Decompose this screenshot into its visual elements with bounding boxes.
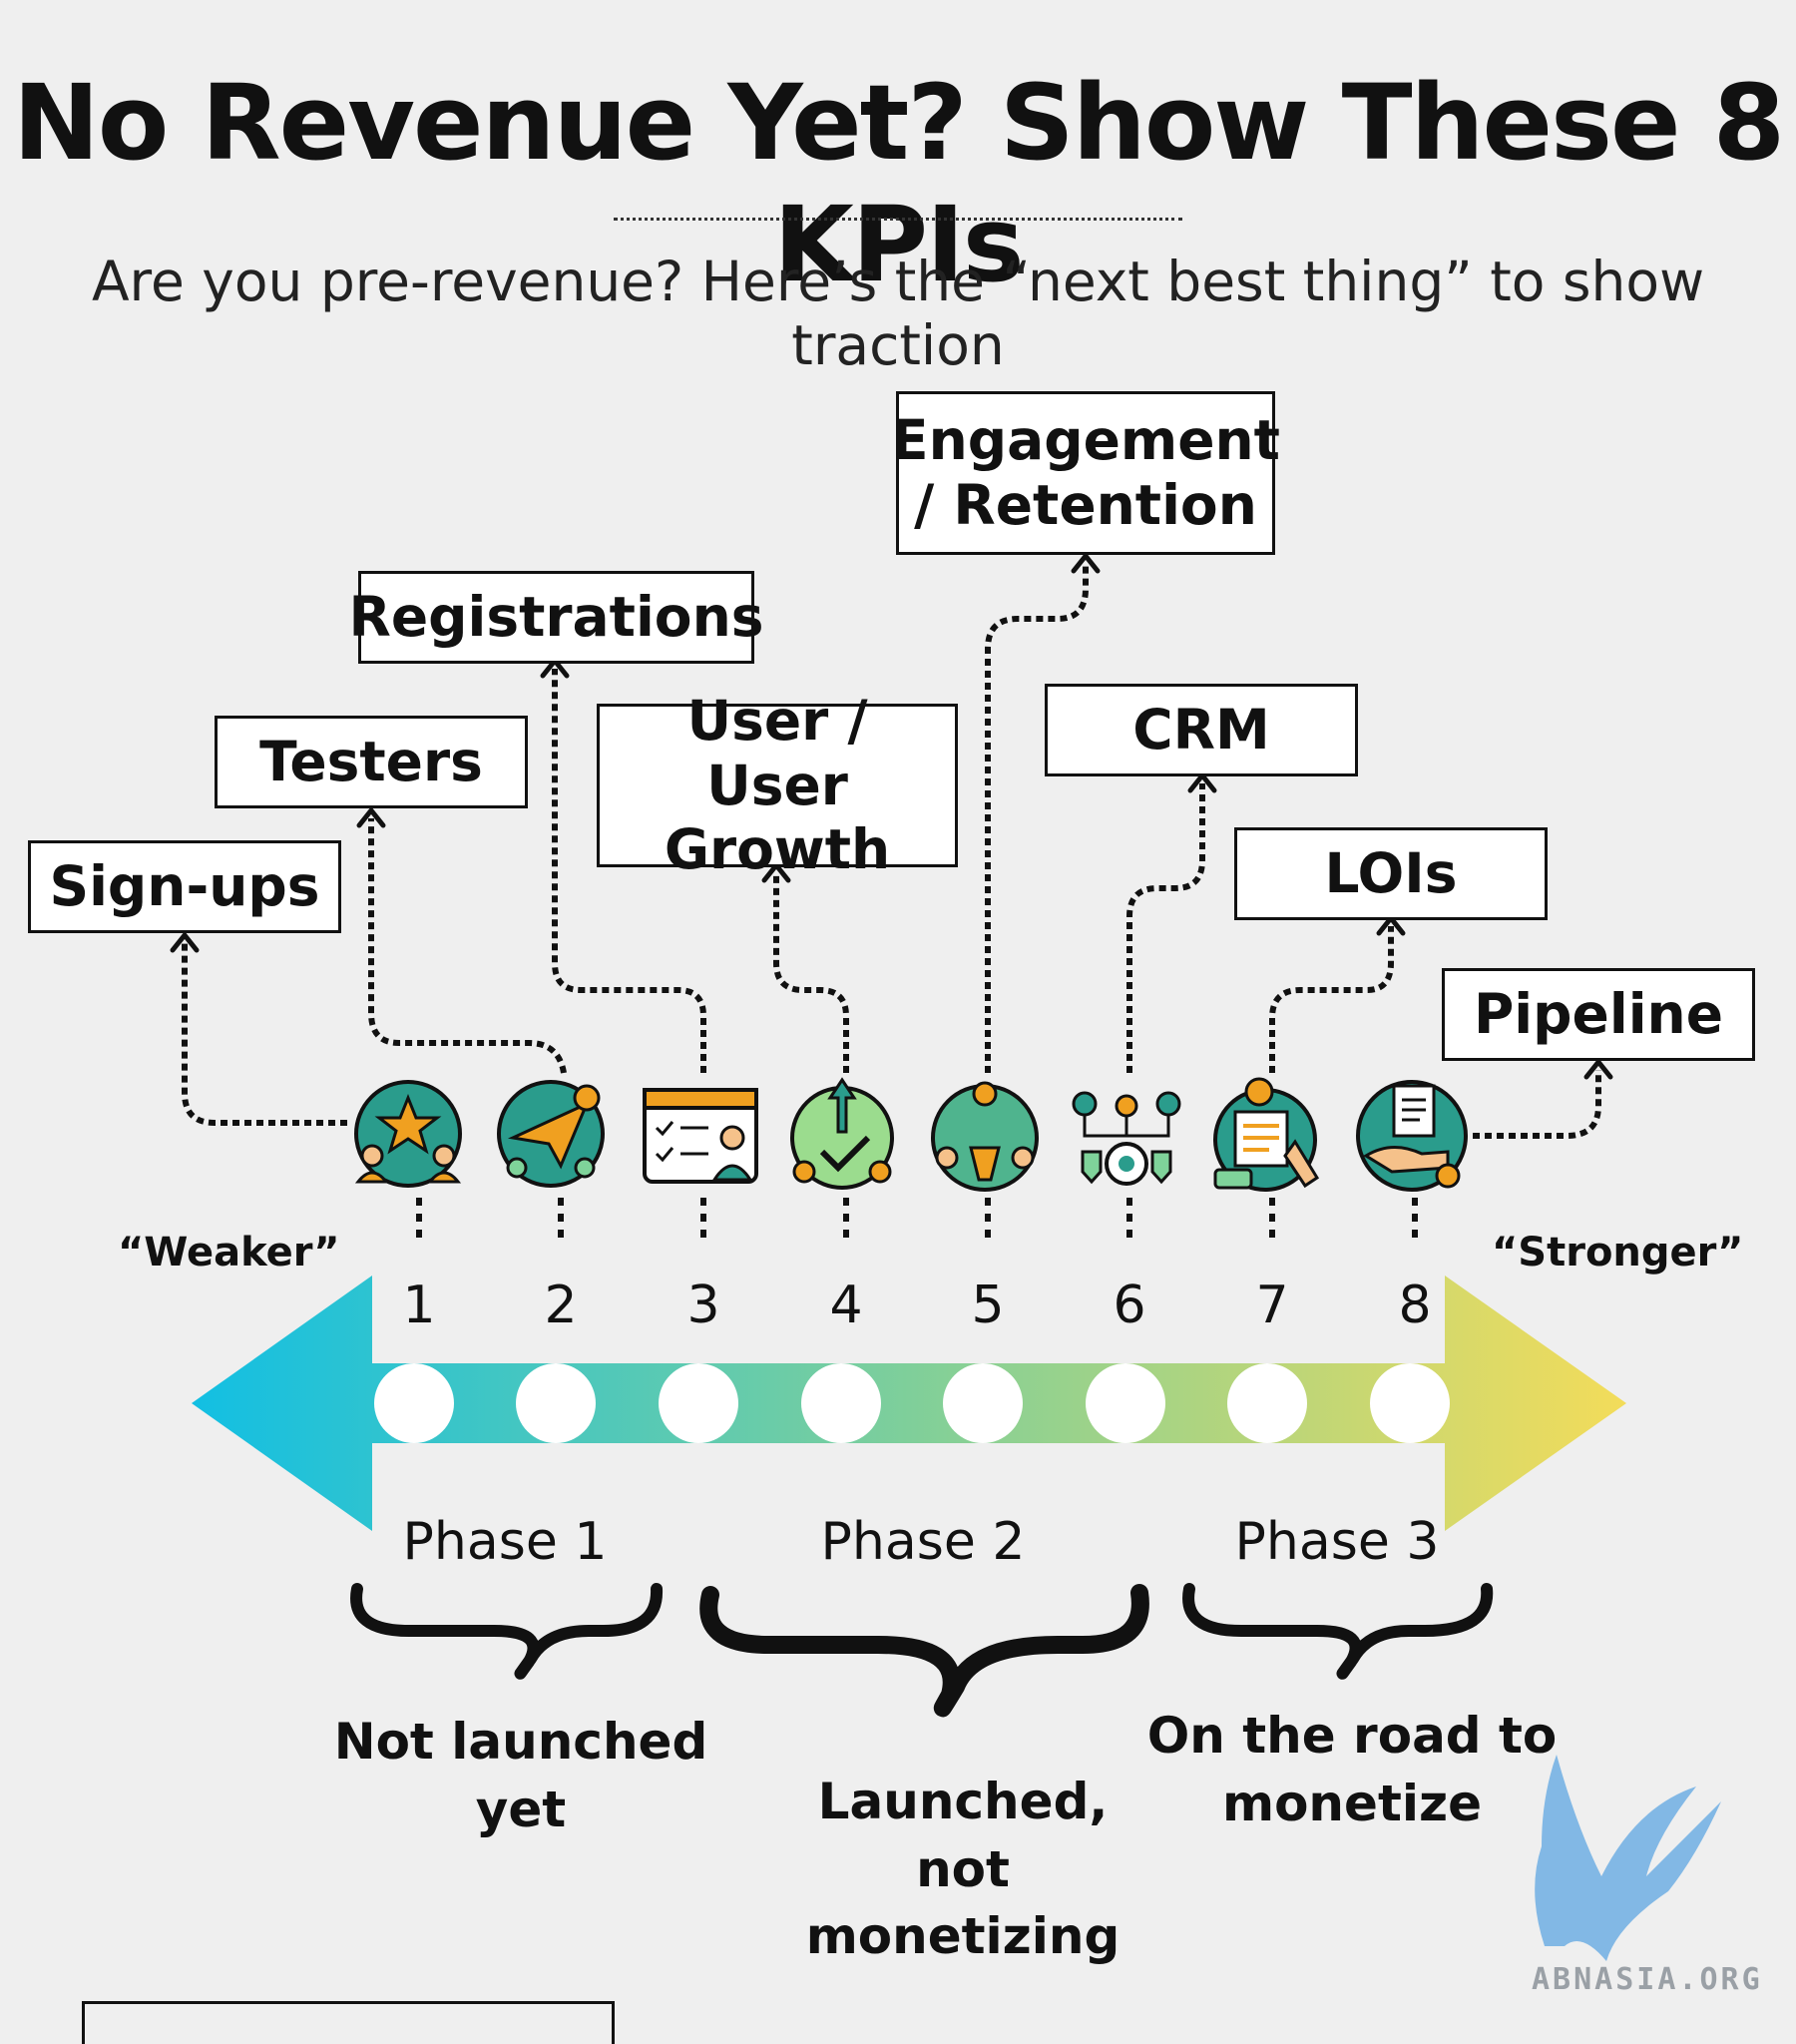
- stronger-label: “Stronger”: [1492, 1230, 1744, 1276]
- kpi-box-4: User / User Growth: [597, 689, 958, 881]
- bracket-phase-1: [350, 1583, 664, 1680]
- kpi-label: LOIs: [1324, 841, 1458, 906]
- scale-number-6: 6: [1113, 1276, 1146, 1335]
- bracket-phase-2: [699, 1584, 1149, 1717]
- connector-8: [1473, 1070, 1601, 1139]
- griffin-logo: [1535, 1755, 1721, 1961]
- scale-number-8: 8: [1398, 1276, 1432, 1335]
- checklist-person-icon: [643, 1088, 758, 1184]
- kpi-label: CRM: [1132, 698, 1270, 763]
- page-subtitle: Are you pre-revenue? Here’s the “next be…: [91, 250, 1705, 377]
- next-section-box: [82, 2001, 615, 2044]
- scale-number-4: 4: [829, 1276, 863, 1335]
- phase-3-description: On the road to monetize: [1146, 1707, 1558, 1832]
- phase-1-description: Not launched yet: [333, 1713, 708, 1838]
- scale-number-1: 1: [402, 1276, 436, 1335]
- title-divider: [614, 218, 1182, 221]
- weaker-label: “Weaker”: [118, 1230, 340, 1276]
- people-star-icon: [354, 1080, 462, 1188]
- phase-3-label: Phase 3: [1234, 1512, 1440, 1572]
- kpi-box-8: Pipeline: [1442, 968, 1755, 1061]
- growth-arrow-check-icon: [790, 1077, 894, 1190]
- pipeline-hand-document-icon: [1356, 1080, 1468, 1192]
- connector-7: [1269, 926, 1394, 1073]
- kpi-label: Testers: [259, 730, 483, 794]
- scale-number-3: 3: [686, 1276, 720, 1335]
- scale-number-2: 2: [544, 1276, 578, 1335]
- connector-2: [368, 818, 567, 1074]
- kpi-label: Pipeline: [1474, 982, 1723, 1047]
- kpi-label: Engagement / Retention: [891, 408, 1280, 537]
- connector-4: [773, 873, 849, 1073]
- connector-5: [985, 564, 1089, 1073]
- kpi-label: Registrations: [348, 585, 764, 650]
- kpi-box-3: Registrations: [349, 571, 763, 664]
- kpi-box-1: Sign-ups: [28, 840, 341, 933]
- strength-scale-arrow: [192, 1276, 1626, 1531]
- crm-network-icon: [1072, 1091, 1181, 1186]
- signed-document-icon: [1213, 1077, 1320, 1192]
- kpi-label: Sign-ups: [49, 854, 320, 919]
- scale-number-7: 7: [1255, 1276, 1289, 1335]
- kpi-box-5: Engagement / Retention: [891, 391, 1280, 555]
- kpi-box-6: CRM: [1045, 684, 1358, 776]
- bracket-phase-3: [1182, 1583, 1494, 1680]
- connector-1: [182, 943, 347, 1126]
- phase-2-label: Phase 2: [820, 1512, 1026, 1572]
- phase-1-label: Phase 1: [402, 1512, 608, 1572]
- scale-number-5: 5: [971, 1276, 1005, 1335]
- kpi-box-7: LOIs: [1234, 827, 1548, 920]
- page-title: No Revenue Yet? Show These 8 KPIs: [12, 62, 1785, 305]
- kpi-box-2: Testers: [215, 716, 528, 808]
- scale-dots: [374, 1363, 1450, 1443]
- connector-3: [552, 669, 706, 1073]
- tick-marks: [416, 1198, 1418, 1238]
- phase-2-description: Launched, not monetizing: [805, 1773, 1121, 1965]
- kpi-label: User / User Growth: [664, 688, 891, 882]
- paper-plane-team-icon: [497, 1080, 605, 1188]
- connector-lines: [182, 564, 1601, 1139]
- phase-brackets: [350, 1583, 1494, 1717]
- watermark-text: ABNASIA.ORG: [1532, 1962, 1763, 1997]
- connector-6: [1126, 783, 1205, 1073]
- engaged-community-icon: [931, 1081, 1039, 1192]
